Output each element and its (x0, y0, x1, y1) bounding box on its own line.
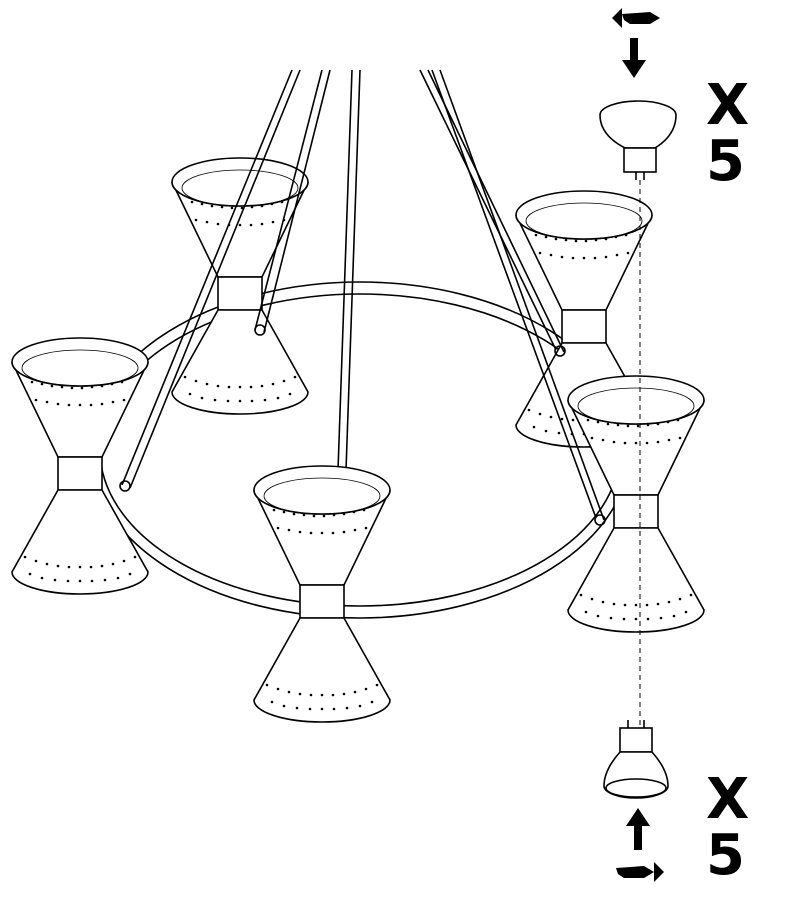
rotate-arrow-icon (616, 862, 664, 882)
shade-front-center (253, 465, 391, 723)
quantity-label-bottom: X 5 (706, 767, 752, 888)
shade-front-left (11, 337, 149, 595)
chandelier-ring (89, 281, 631, 619)
rotate-arrow-icon (612, 8, 660, 28)
quantity-label-top: X 5 (706, 73, 752, 194)
shade-front-right (567, 375, 705, 633)
bulb-icon (599, 100, 677, 180)
suspension-rods (119, 69, 606, 526)
up-arrow-icon (626, 808, 650, 850)
down-arrow-icon (622, 38, 646, 78)
bulb-icon (603, 720, 669, 799)
